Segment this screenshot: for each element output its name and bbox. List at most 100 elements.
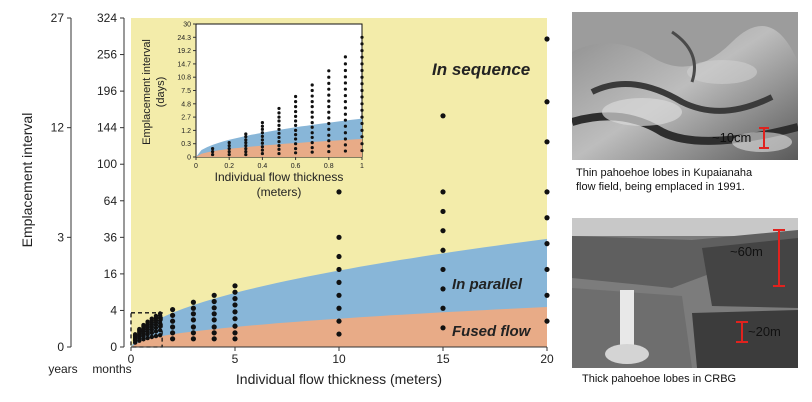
data-point [336,189,342,195]
data-point [440,208,446,215]
inset-data-point [360,135,364,139]
x-tick-label: 10 [332,352,346,366]
inset-y-axis-title-units: (days) [155,77,167,108]
inset-y-tick-label: 4.8 [181,101,191,108]
inset-data-point [360,121,364,126]
crbg-lobes-photo: ~60m ~20m [572,218,798,368]
inset-data-point [327,121,331,126]
inset-data-point [310,88,314,93]
data-point [440,113,446,119]
inset-x-tick-label: 1 [360,163,364,170]
inset-data-point [294,105,298,109]
data-point [157,328,163,333]
data-point [232,296,238,302]
inset-data-point [360,82,364,86]
x-tick-label: 5 [232,352,239,366]
x-tick-label: 20 [540,352,554,366]
inset-data-point [343,137,347,141]
inset-data-point [310,121,314,125]
x-tick-label: 0 [128,352,135,366]
year-tick-label: 12 [51,121,65,135]
inset-data-point [327,105,331,109]
data-point [153,333,159,339]
data-point [336,292,342,298]
inset-data-point [227,146,231,151]
inset-data-point [244,132,248,136]
inset-data-point [294,114,298,118]
inset-data-point [327,93,331,97]
month-tick-label: 324 [97,11,117,25]
inset-data-point [277,147,281,151]
inset-y-tick-label: 0.3 [181,141,191,148]
inset-data-point [343,143,347,147]
inset-data-point [327,69,331,73]
inset-y-axis-title: Emplacement interval [141,39,153,145]
data-point [232,323,238,329]
inset-y-tick-label: 19.2 [177,48,191,55]
inset-data-point [360,95,364,99]
data-point [440,247,446,253]
data-point [544,292,550,298]
inset-x-axis-title: Individual flow thickness [215,170,344,184]
inset-data-point [360,108,364,112]
inset-data-point [327,99,331,103]
inset-data-point [260,138,264,142]
inset-data-point [327,110,331,114]
data-point [336,234,342,240]
kupaianaha-lobes-photo: ~10cm [572,12,798,160]
data-point [232,330,238,336]
inset-data-point [327,149,331,154]
inset-data-point [277,115,281,119]
inset-data-point [294,137,298,141]
inset-data-point [211,152,215,157]
inset-data-point [310,100,314,104]
data-point [544,36,550,42]
y-axis-title: Emplacement interval [19,113,35,248]
inset-data-point [327,139,331,143]
data-point [170,330,176,336]
data-point [232,316,238,322]
inset-data-point [310,94,314,98]
inset-data-point [277,123,281,127]
inset-data-point [277,106,281,111]
inset-data-point [294,123,298,127]
month-tick-label: 16 [104,267,118,281]
x-tick-label: 15 [436,352,450,366]
inset-data-point [327,87,331,91]
data-point [211,336,217,342]
data-point [170,318,176,324]
inset-data-point [294,109,298,114]
inset-data-point [343,149,347,153]
data-point [544,318,550,324]
inset-data-point [260,134,264,138]
data-point [211,317,217,323]
region-label-parallel: In parallel [452,276,523,293]
top-photo-caption: Thin pahoehoe lobes in Kupaianaha flow f… [576,167,753,193]
data-point [170,306,176,313]
data-point [232,283,238,289]
inset-data-point [360,128,364,132]
inset-data-point [277,140,281,144]
month-tick-label: 0 [110,340,117,354]
data-point [336,331,342,337]
inset-data-point [277,131,281,135]
inset-x-tick-label: 0.4 [258,163,268,170]
data-point [190,330,196,336]
inset-data-point [277,119,281,123]
inset-data-point [360,115,364,119]
inset-data-point [343,124,347,128]
inset-data-point [277,111,281,115]
data-point [440,305,446,311]
inset-data-point [343,81,347,85]
inset-data-point [294,119,298,123]
data-point [211,305,217,311]
scale-label-60m: ~60m [730,244,763,259]
data-point [440,325,446,331]
data-point [232,289,238,295]
inset-data-point [310,110,314,114]
inset-y-tick-label: 24.3 [177,35,191,42]
data-point [190,305,196,311]
year-tick-label: 27 [51,11,65,25]
scale-label-10cm: ~10cm [712,130,752,145]
